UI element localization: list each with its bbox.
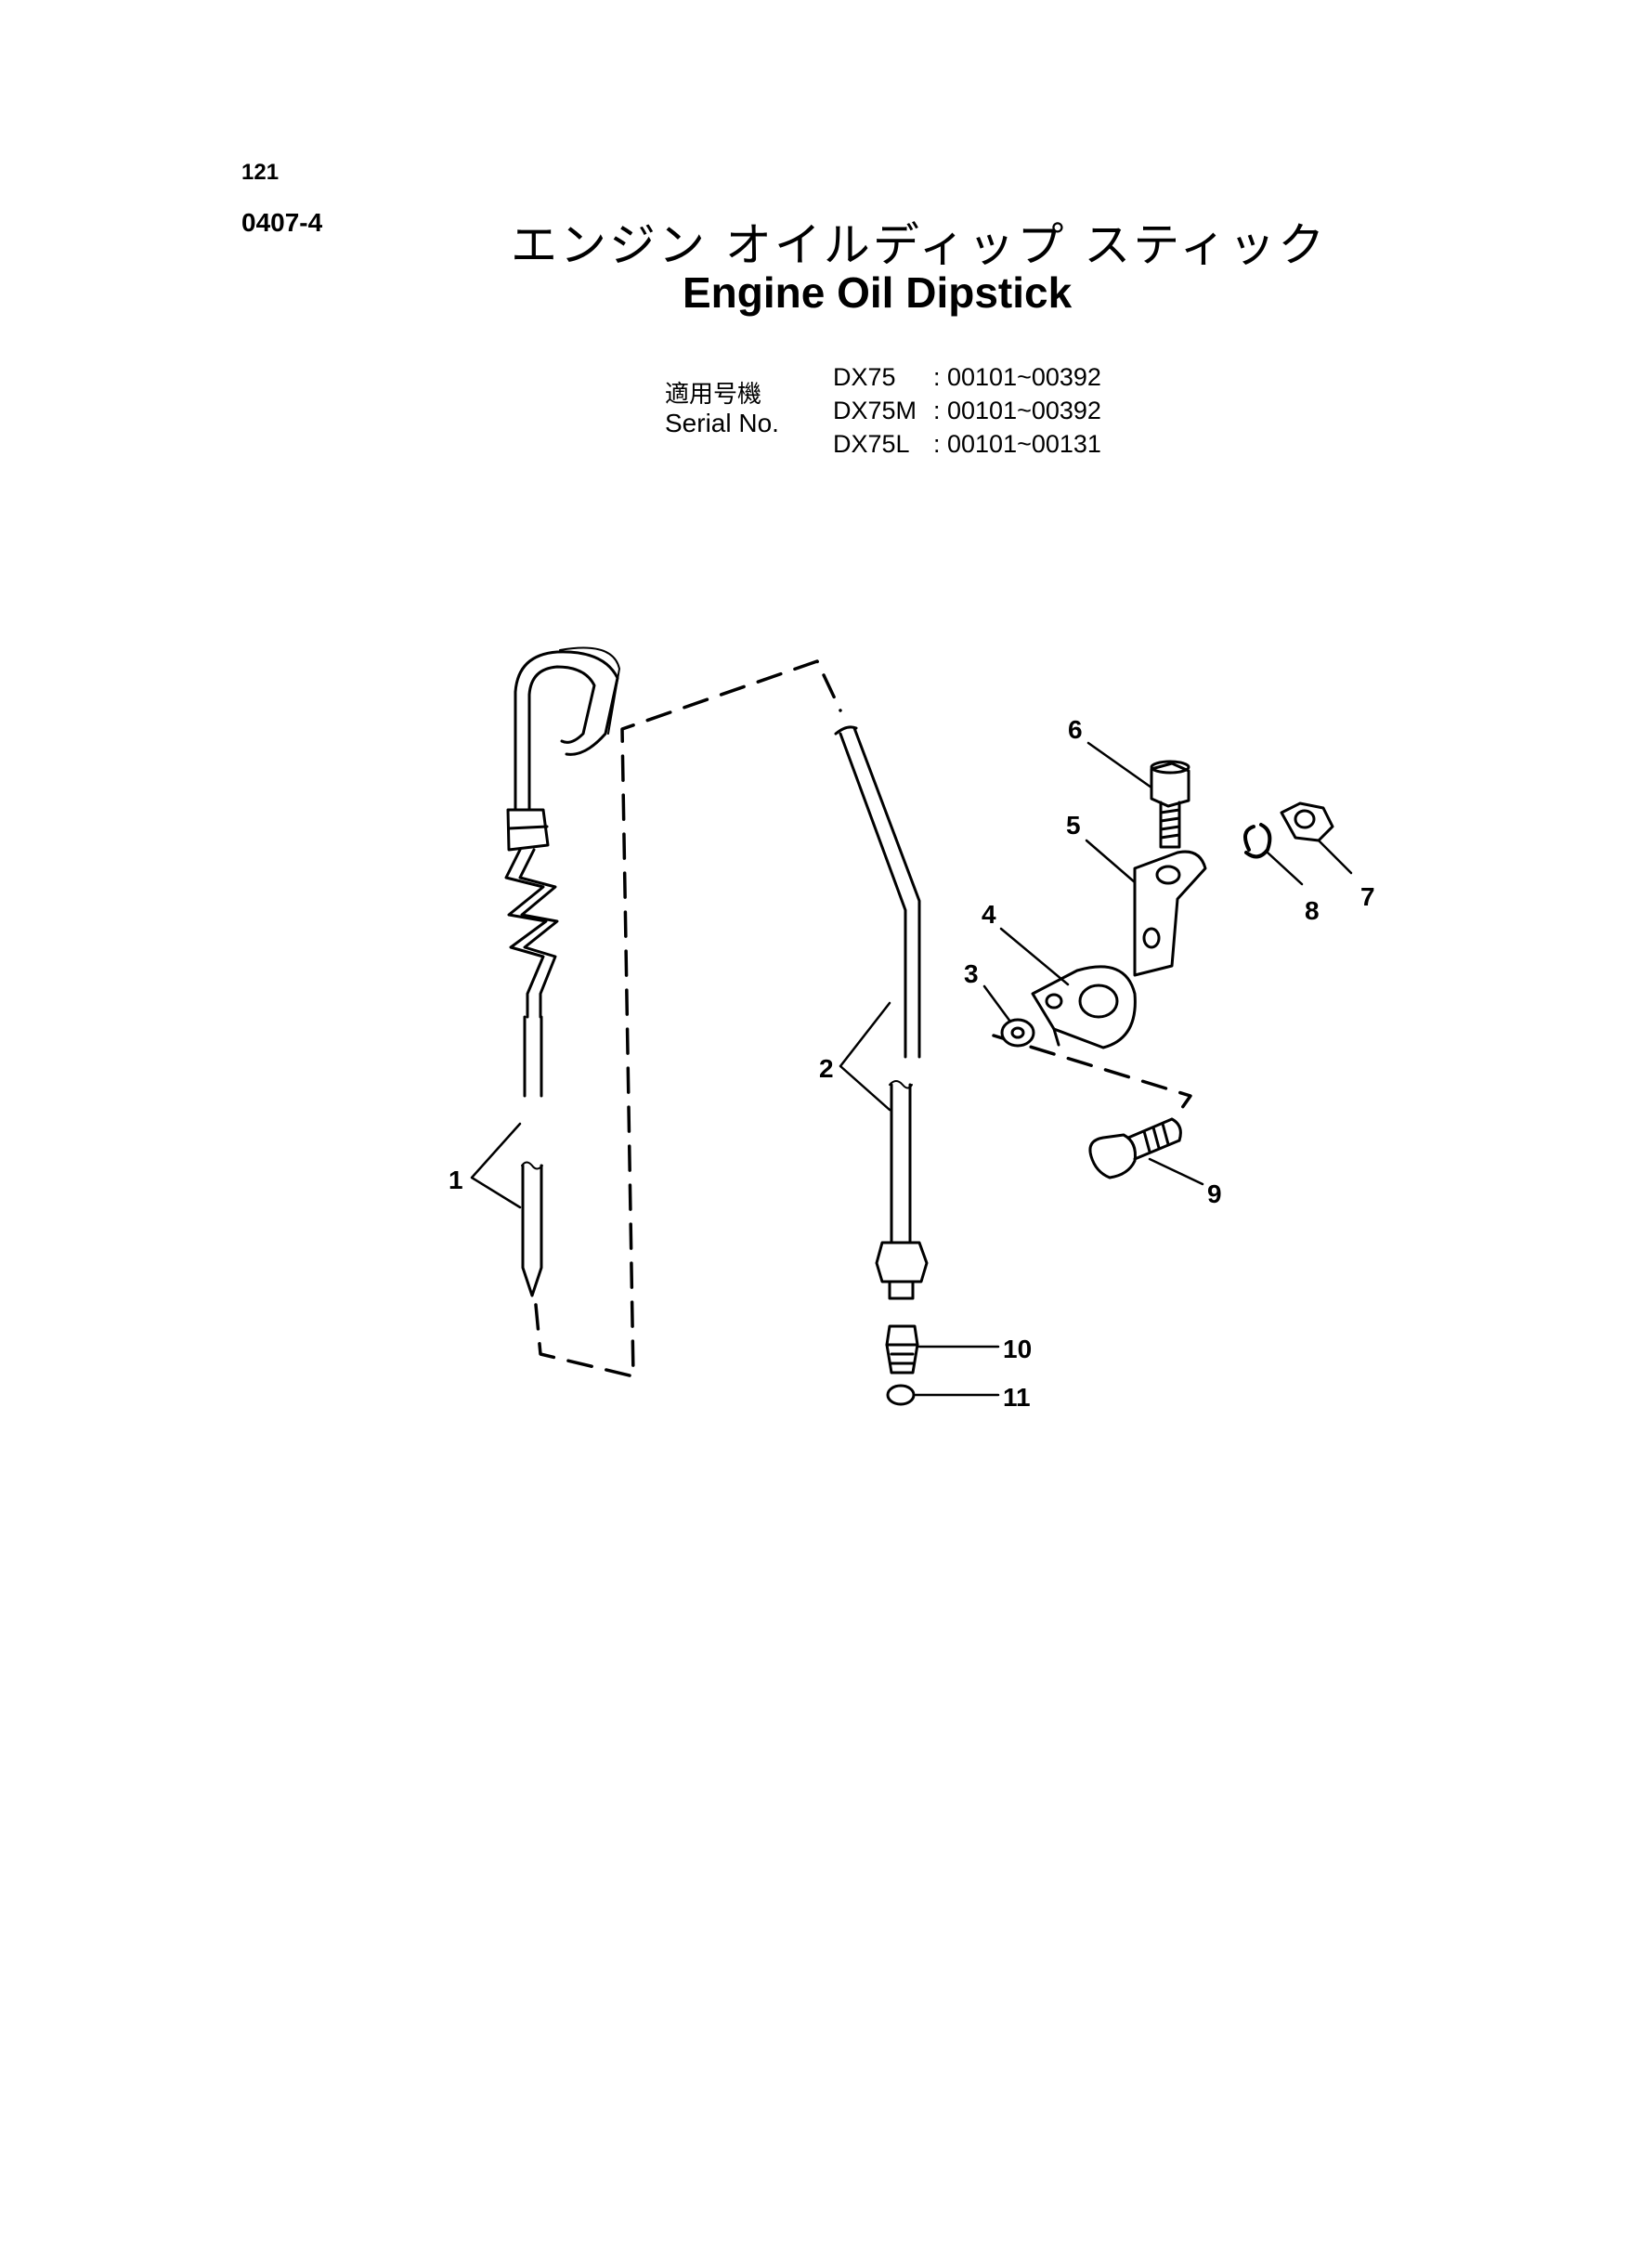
- leader-lines: [470, 741, 1353, 1397]
- part-1-dipstick: [504, 646, 620, 1297]
- serial-range: : 00101~00392: [933, 363, 1101, 391]
- serial-number-table: DX75 : 00101~00392 DX75M : 00101~00392 D…: [833, 360, 1101, 461]
- part-6-bolt: [1150, 760, 1190, 849]
- page-number: 121: [241, 160, 280, 185]
- assembly-dashed-lines: [534, 659, 1192, 1378]
- part-5-bracket: [1133, 850, 1207, 977]
- callout-9: 9: [1207, 1179, 1222, 1208]
- callout-8: 8: [1305, 896, 1320, 925]
- callout-4: 4: [982, 900, 996, 929]
- callout-7: 7: [1360, 882, 1375, 911]
- part-3-washer: [1000, 1018, 1035, 1048]
- part-11-o-ring: [886, 1384, 916, 1406]
- callout-10: 10: [1003, 1335, 1032, 1363]
- serial-range: : 00101~00131: [933, 430, 1101, 458]
- serial-label-japanese: 適用号機: [665, 381, 762, 409]
- serial-model: DX75M: [833, 397, 917, 424]
- callout-6: 6: [1068, 715, 1083, 744]
- serial-model: DX75L: [833, 430, 910, 458]
- part-7-nut: [1280, 801, 1334, 842]
- callout-1: 1: [449, 1166, 463, 1194]
- callout-3: 3: [964, 959, 979, 988]
- part-4-clamp: [1031, 965, 1137, 1049]
- callout-5: 5: [1066, 811, 1081, 840]
- part-2-guide-tube: [834, 725, 929, 1300]
- serial-label-english: Serial No.: [665, 409, 779, 437]
- part-8-spring-washer: [1243, 823, 1272, 859]
- callout-2: 2: [819, 1054, 834, 1083]
- serial-row: DX75L : 00101~00131: [833, 427, 1101, 461]
- page-title-english: Engine Oil Dipstick: [683, 268, 1073, 317]
- page-title-japanese: エンジン オイルディップ スティック: [511, 218, 1328, 272]
- part-9-bolt: [1088, 1117, 1182, 1179]
- callout-11: 11: [1003, 1383, 1031, 1412]
- part-10-fitting: [885, 1324, 919, 1375]
- serial-row: DX75 : 00101~00392: [833, 360, 1101, 394]
- reference-code: 0407-4: [241, 208, 323, 237]
- callout-labels: 1 2 3 4 5 6 7 8 9 10 11: [449, 715, 1375, 1412]
- serial-model: DX75: [833, 363, 896, 391]
- serial-row: DX75M : 00101~00392: [833, 394, 1101, 427]
- serial-range: : 00101~00392: [933, 397, 1101, 424]
